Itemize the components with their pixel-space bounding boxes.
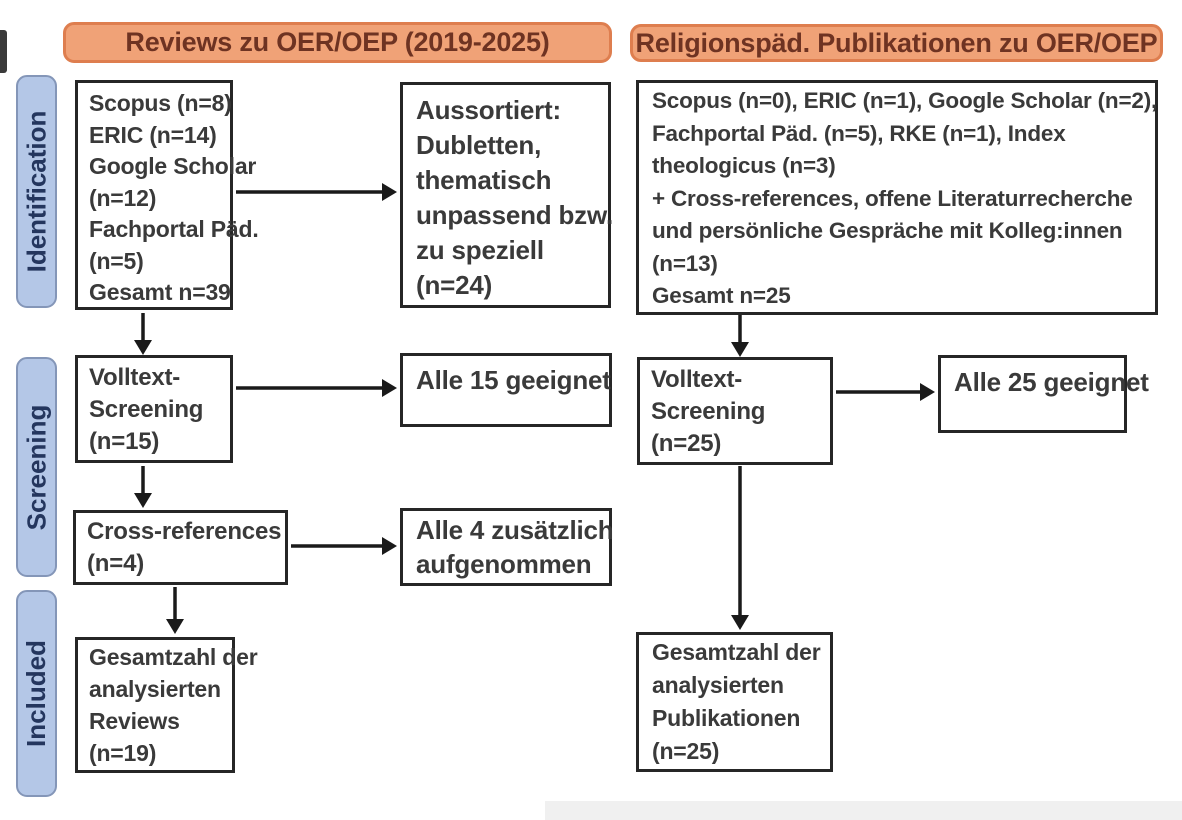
arrow-left-crossref-to-result [291,537,397,555]
arrow-left-sources-to-fulltext [134,313,152,355]
arrow-left-fulltext-to-crossref [134,466,152,508]
arrow-left-crossref-to-total [166,587,184,634]
arrow-right-fulltext-to-result [836,383,935,401]
arrow-left-sources-to-excluded [236,183,397,201]
box-right-fulltext-result: Alle 25 geeignet [938,355,1149,433]
box-left-crossreferences: Cross-references(n=4) [73,510,288,585]
arrow-right-sources-to-fulltext [731,315,749,357]
stage-label-screening-text: Screening [21,404,51,530]
stage-label-included: Included [16,590,57,797]
stage-label-identification-text: Identification [21,110,51,273]
box-left-fulltext-result: Alle 15 geeignet [400,353,612,427]
stage-label-included-text: Included [21,640,51,747]
box-left-fulltext-screening: Volltext-Screening(n=15) [75,355,233,463]
box-right-fulltext-screening: Volltext-Screening(n=25) [637,357,833,465]
box-left-sources: Scopus (n=8)ERIC (n=14)Google Scholar(n=… [75,80,259,310]
box-right-sources: Scopus (n=0), ERIC (n=1), Google Scholar… [636,80,1158,315]
arrow-right-fulltext-to-total [731,466,749,630]
arrow-left-fulltext-to-result [236,379,397,397]
scan-artifact-bottom [545,801,1182,820]
column-header-reviews: Reviews zu OER/OEP (2019-2025) [63,22,612,63]
stage-label-identification: Identification [16,75,57,308]
stage-label-screening: Screening [16,357,57,577]
scan-artifact-left [0,30,7,73]
column-header-religionspaed: Religionspäd. Publikationen zu OER/OEP [630,24,1163,62]
